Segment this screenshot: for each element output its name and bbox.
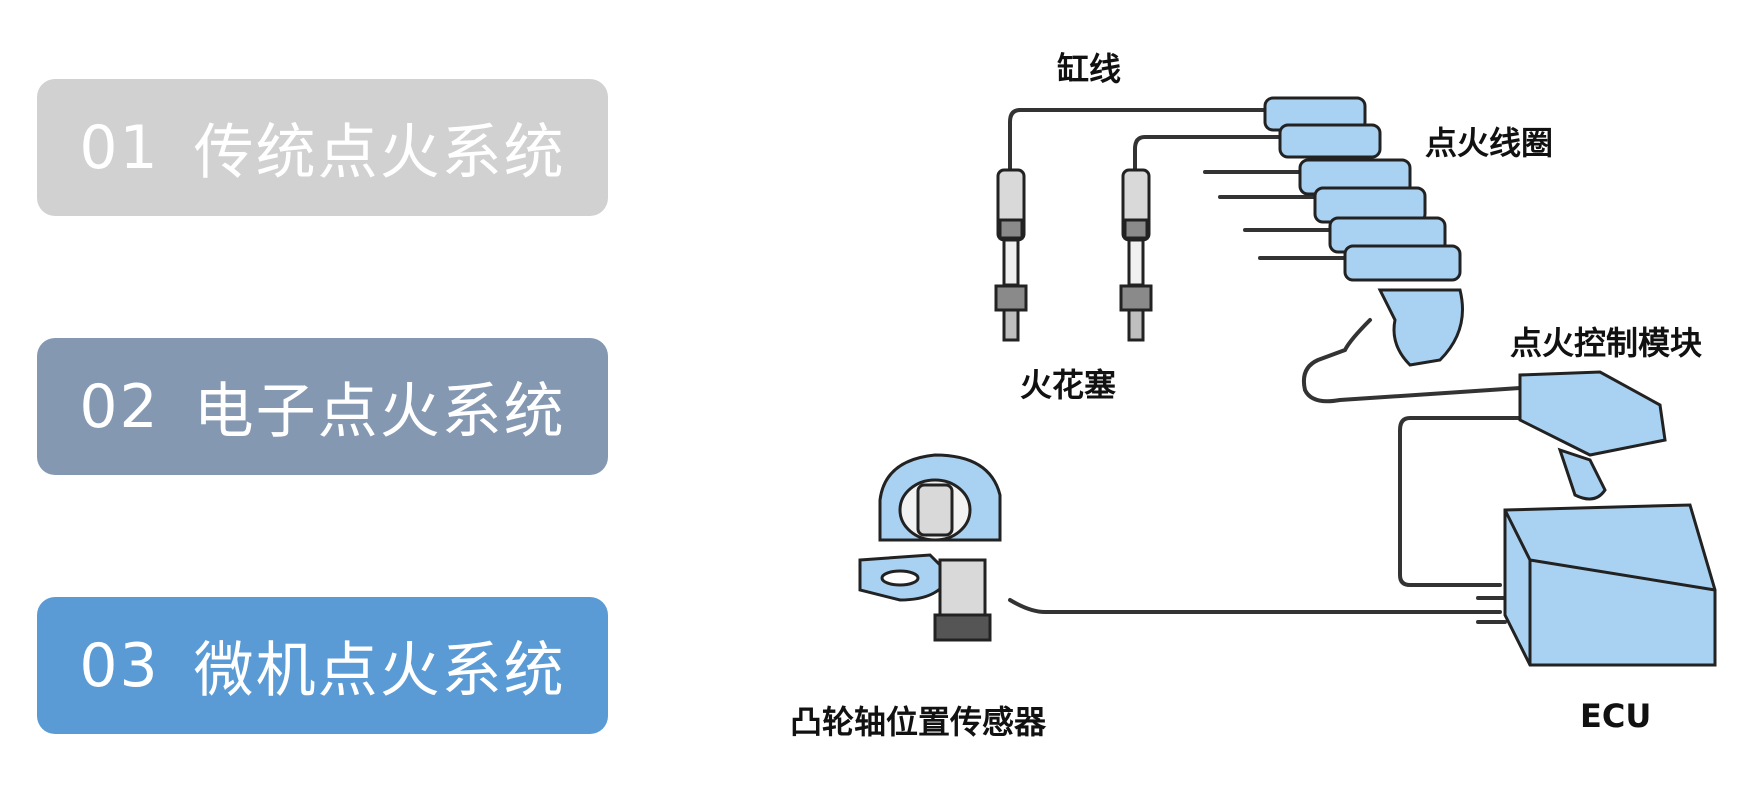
menu-item-number: 02: [79, 371, 160, 442]
wires: [1008, 108, 1532, 624]
menu-item-electronic-ignition[interactable]: 02 电子点火系统: [37, 338, 608, 475]
ecu-unit: [1503, 503, 1717, 667]
label-ecu: ECU: [1580, 697, 1652, 735]
menu-item-number: 03: [79, 630, 160, 701]
label-spark-plug: 火花塞: [1020, 366, 1117, 404]
label-ignition-control-module: 点火控制模块: [1510, 324, 1703, 362]
menu-item-number: 01: [79, 112, 160, 183]
menu-item-traditional-ignition[interactable]: 01 传统点火系统: [37, 79, 608, 216]
label-cylinder-wire: 缸线: [1057, 50, 1122, 88]
ignition-coil-pack: [1263, 96, 1464, 367]
spark-plug-left: [994, 168, 1028, 342]
label-camshaft-sensor: 凸轮轴位置传感器: [790, 703, 1047, 741]
menu-item-label: 传统点火系统: [193, 118, 566, 188]
spark-plug-right: [1119, 168, 1153, 342]
label-ignition-coil: 点火线圈: [1425, 124, 1554, 162]
menu-item-label: 微机点火系统: [193, 636, 566, 706]
menu-item-label: 电子点火系统: [193, 377, 566, 447]
menu-item-microcomputer-ignition[interactable]: 03 微机点火系统: [37, 597, 608, 734]
ignition-control-module: [1518, 370, 1667, 501]
camshaft-position-sensor: [858, 453, 1002, 642]
